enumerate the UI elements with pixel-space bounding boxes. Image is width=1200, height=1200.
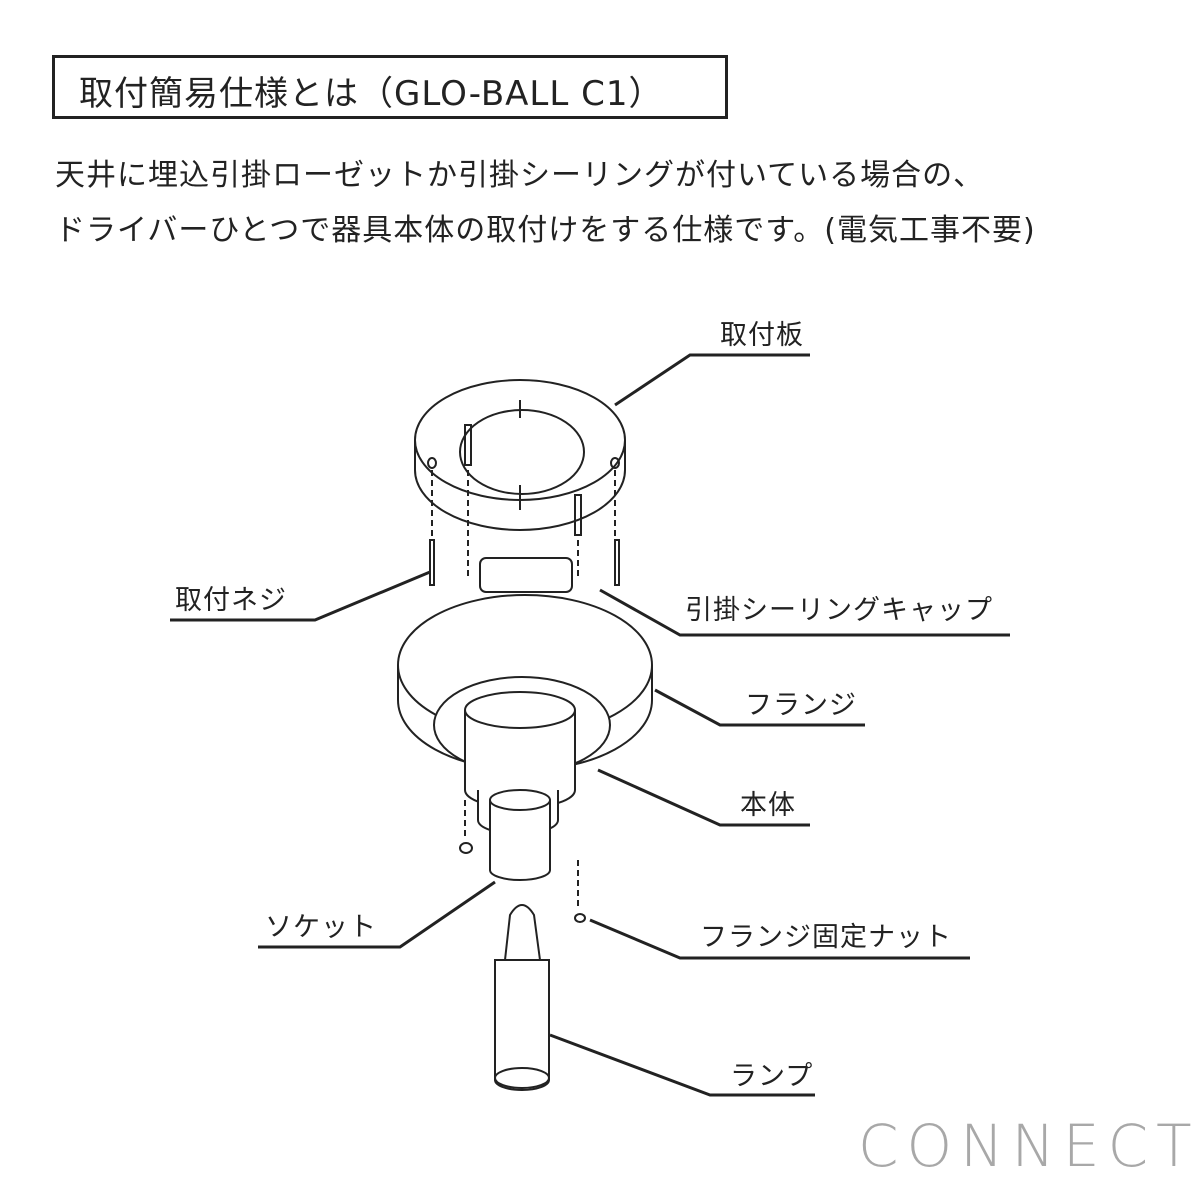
- mounting-plate-illustration: [414, 379, 626, 536]
- socket-illustration: [489, 789, 551, 881]
- watermark-logo: CONNECT: [858, 1112, 1200, 1180]
- label-mounting-plate: 取付板: [720, 320, 804, 351]
- mounting-screws-illustration: [431, 470, 616, 580]
- label-flange-nut: フランジ固定ナット: [700, 922, 952, 953]
- label-mounting-screw: 取付ネジ: [175, 585, 287, 616]
- leader-lines: [170, 353, 1010, 1097]
- lamp-illustration: [494, 904, 550, 1091]
- page-title: 取付簡易仕様とは（GLO-BALL C1）: [79, 74, 664, 114]
- label-lamp: ランプ: [730, 1061, 814, 1092]
- label-ceiling-cap: 引掛シーリングキャップ: [685, 595, 993, 626]
- description-line-2: ドライバーひとつで器具本体の取付けをする仕様です。(電気工事不要): [55, 213, 1036, 248]
- label-flange: フランジ: [745, 690, 857, 721]
- ceiling-cap-illustration: [479, 557, 573, 593]
- description-line-1: 天井に埋込引掛ローゼットか引掛シーリングが付いている場合の、: [55, 158, 985, 193]
- label-socket: ソケット: [265, 912, 377, 943]
- title-box: 取付簡易仕様とは（GLO-BALL C1）: [52, 55, 728, 119]
- label-body: 本体: [740, 790, 796, 821]
